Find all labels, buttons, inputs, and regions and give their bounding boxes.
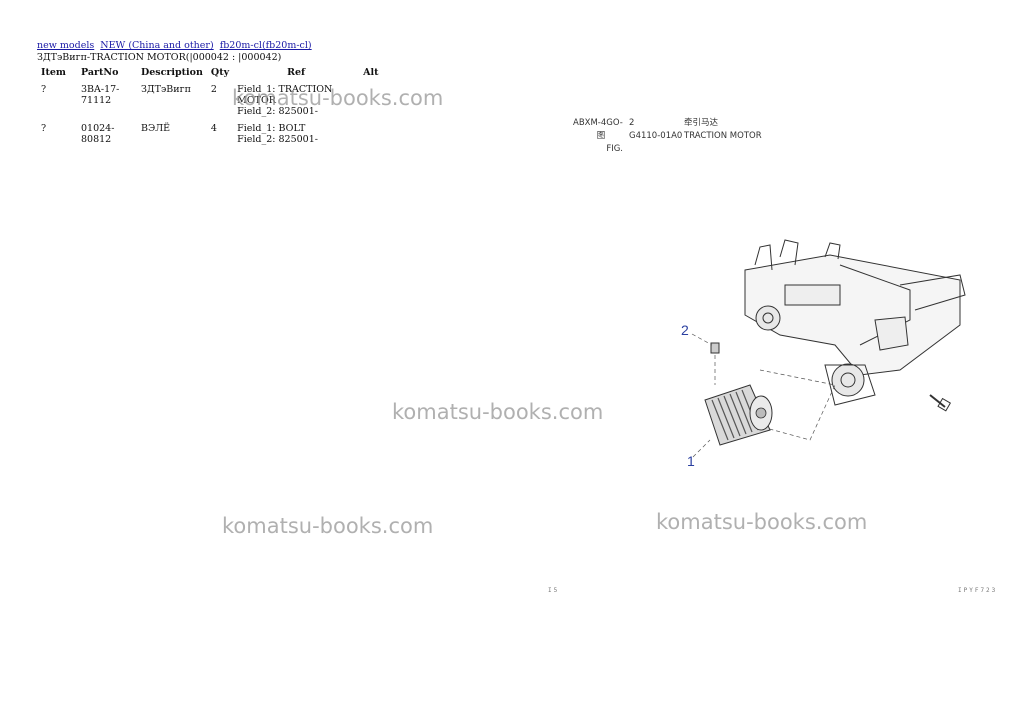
cell-description: ВЭЛЁ xyxy=(141,123,171,134)
ref-field-1: Field_1: BOLT xyxy=(237,123,306,134)
cell-qty: 4 xyxy=(210,123,217,134)
header-ref: Ref xyxy=(287,67,306,78)
cell-alt xyxy=(359,121,387,149)
page-title: ЗДТэВигп-TRACTION MOTOR(|000042 : |00004… xyxy=(37,52,282,63)
fig-code-label: ABXM-4GO- xyxy=(573,118,623,128)
motor-drawing xyxy=(704,384,773,446)
header-item: Item xyxy=(41,67,66,78)
watermark-text: komatsu-books.com xyxy=(222,514,434,538)
header-description: Description xyxy=(141,67,203,78)
parts-table: Item PartNo Description Qty Ref Alt ? 3B… xyxy=(37,66,387,149)
callout-2: 2 xyxy=(681,322,689,338)
frame-drawing xyxy=(744,239,966,412)
leader-lines xyxy=(714,355,836,441)
fig-label: FIG. xyxy=(606,144,623,154)
breadcrumb-link-new-models[interactable]: new models xyxy=(37,40,95,51)
header-qty: Qty xyxy=(210,67,230,78)
header-partno: PartNo xyxy=(81,67,119,78)
cell-description: ЗДТэВигп xyxy=(141,84,191,95)
ref-field-2: Field_2: 825001- xyxy=(237,134,318,145)
fig-cn-label: 图 xyxy=(596,131,606,141)
table-header-row: Item PartNo Description Qty Ref Alt xyxy=(37,66,387,82)
header-alt: Alt xyxy=(363,67,379,78)
table-row: ? 01024-80812 ВЭЛЁ 4 Field_1: BOLT Field… xyxy=(37,121,387,149)
footer-doc-code: IPYF723 xyxy=(958,587,998,594)
ref-field-1: Field_1: TRACTION MOTOR xyxy=(237,84,333,106)
watermark-text: komatsu-books.com xyxy=(232,86,444,110)
watermark-text: komatsu-books.com xyxy=(392,400,604,424)
cell-partno: 01024-80812 xyxy=(81,123,115,145)
breadcrumb-link-new-china[interactable]: NEW (China and other) xyxy=(100,40,214,51)
fig-number: G4110-01A0 xyxy=(629,131,683,141)
watermark-text: komatsu-books.com xyxy=(656,510,868,534)
cell-qty: 2 xyxy=(210,84,217,95)
ref-field-2: Field_2: 825001- xyxy=(237,106,318,117)
callout-1: 1 xyxy=(687,453,695,469)
fig-title: TRACTION MOTOR xyxy=(684,131,762,141)
cell-item: ? xyxy=(41,84,47,95)
figure-caption: ABXM-4GO- 2 牵引马达 图 G4110-01A0 TRACTION M… xyxy=(573,118,762,155)
cell-item: ? xyxy=(41,123,47,134)
fig-code-value: 2 xyxy=(629,118,635,128)
footer-page-mark: I5 xyxy=(548,587,560,594)
cell-ref: Field_1: TRACTION MOTOR Field_2: 825001- xyxy=(233,82,359,121)
breadcrumb: new models NEW (China and other) fb20m-c… xyxy=(37,40,315,51)
traction-motor-diagram: 2 1 xyxy=(681,239,966,469)
cell-partno: 3BA-17-71112 xyxy=(81,84,120,106)
cell-ref: Field_1: BOLT Field_2: 825001- xyxy=(233,121,359,149)
breadcrumb-link-model[interactable]: fb20m-cl(fb20m-cl) xyxy=(219,40,312,51)
fig-cn-title: 牵引马达 xyxy=(684,118,719,128)
bolt-drawing xyxy=(710,342,720,354)
table-row: ? 3BA-17-71112 ЗДТэВигп 2 Field_1: TRACT… xyxy=(37,82,387,121)
